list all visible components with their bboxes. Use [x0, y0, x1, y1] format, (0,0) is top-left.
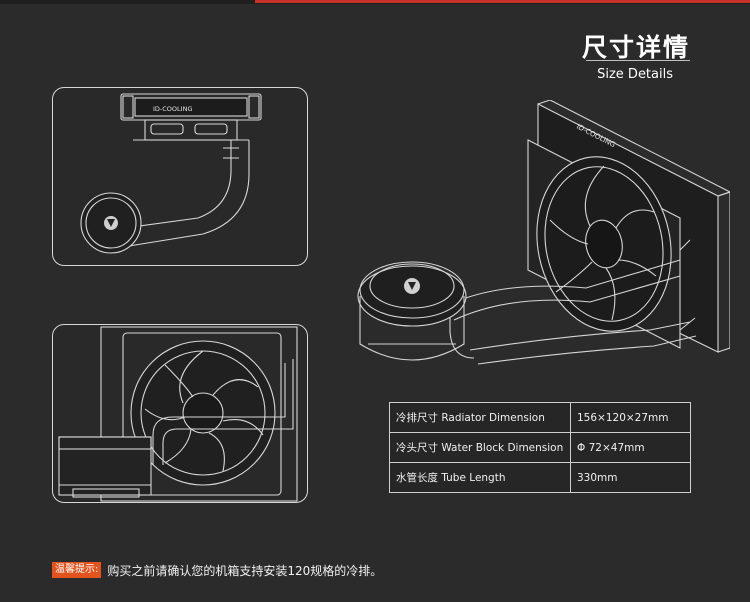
section-title-en: Size Details — [597, 67, 673, 82]
spec-label: 冷排尺寸 Radiator Dimension — [389, 402, 571, 433]
side-view-panel — [52, 324, 308, 503]
spec-table: 冷排尺寸 Radiator Dimension 156×120×27mm 冷头尺… — [389, 402, 691, 493]
section-title-cn: 尺寸详情 — [581, 33, 690, 62]
spec-value: 156×120×27mm — [570, 402, 691, 433]
top-view-panel: ID-COOLING — [52, 87, 308, 266]
title-divider — [586, 60, 690, 61]
notice-badge: 温馨提示: — [52, 562, 102, 578]
top-view-drawing: ID-COOLING — [80, 93, 262, 254]
notice-text: 购买之前请确认您的机箱支持安装120规格的冷排。 — [107, 563, 383, 578]
spec-value: Φ 72×47mm — [570, 432, 691, 463]
radiator-logo-text: ID-COOLING — [153, 105, 192, 113]
spec-row-water-block: 冷头尺寸 Water Block Dimension Φ 72×47mm — [389, 432, 691, 463]
cooler-isometric-drawing: ID-COOLING — [357, 100, 730, 365]
spec-row-radiator: 冷排尺寸 Radiator Dimension 156×120×27mm — [389, 402, 691, 433]
spec-label: 冷头尺寸 Water Block Dimension — [389, 432, 571, 463]
spec-row-tube-length: 水管长度 Tube Length 330mm — [389, 462, 691, 493]
spec-value: 330mm — [570, 462, 691, 493]
top-accent-line — [255, 0, 750, 3]
side-view-drawing — [58, 326, 298, 502]
spec-label: 水管长度 Tube Length — [389, 462, 571, 493]
notice: 温馨提示: 购买之前请确认您的机箱支持安装120规格的冷排。 — [52, 562, 382, 578]
